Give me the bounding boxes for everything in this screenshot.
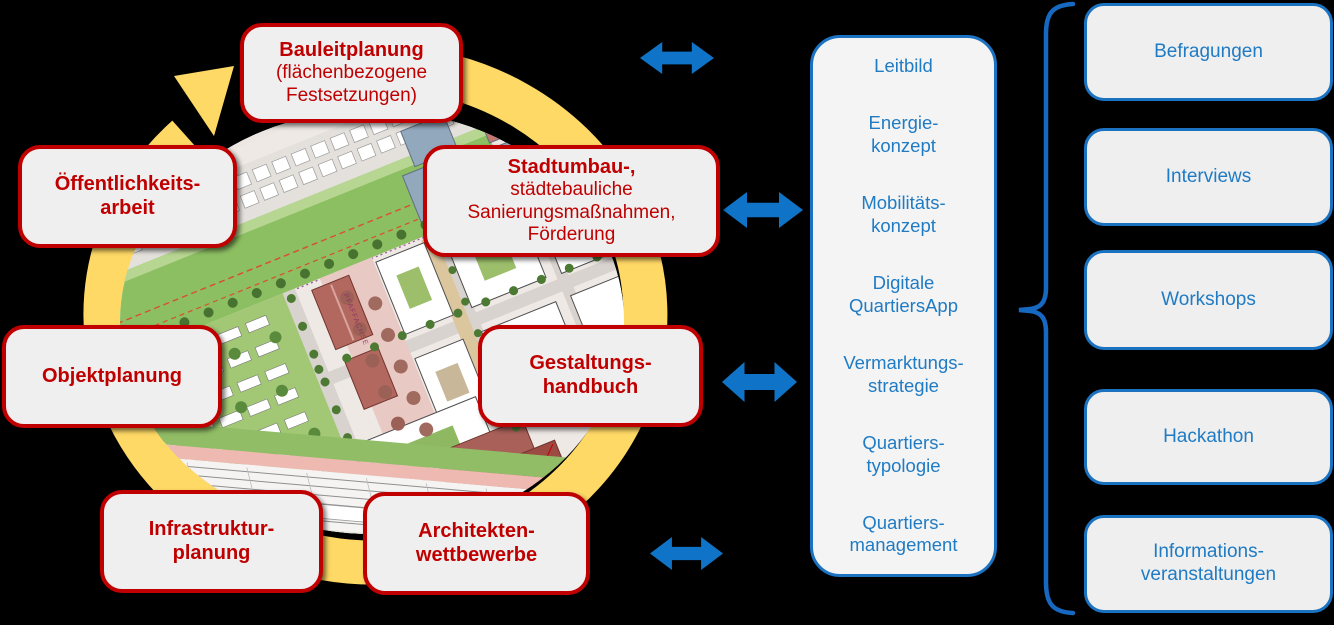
cycle-node-architektenwettbewerbe[interactable]: Architekten- wettbewerbe: [363, 492, 590, 595]
node-title: Öffentlichkeits- arbeit: [54, 172, 201, 219]
double-arrow-icon: [723, 192, 803, 228]
node-subtitle: städtebauliche Sanierungsmaßnahmen, Förd…: [467, 179, 676, 245]
cycle-node-stadtumbau[interactable]: Stadtumbau-, städtebauliche Sanierungsma…: [423, 145, 720, 257]
node-title: Gestaltungs- handbuch: [529, 352, 652, 398]
participation-box-informationsveranstaltungen[interactable]: Informations- veranstaltungen: [1084, 515, 1333, 613]
node-title: Infrastruktur- planung: [148, 517, 275, 564]
concept-item-energiekonzept: Energie- konzept: [868, 112, 939, 156]
node-title: Bauleitplanung: [279, 38, 424, 61]
participation-box-workshops[interactable]: Workshops: [1084, 250, 1333, 350]
cycle-node-infrastrukturplanung[interactable]: Infrastruktur- planung: [100, 490, 323, 593]
participation-box-interviews[interactable]: Interviews: [1084, 128, 1333, 226]
double-arrow-icon: [640, 42, 714, 74]
cycle-node-objektplanung[interactable]: Objektplanung: [2, 325, 222, 428]
cycle-node-bauleitplanung[interactable]: Bauleitplanung (flächenbezogene Festsetz…: [240, 23, 463, 123]
concept-item-quartierstypologie: Quartiers- typologie: [862, 431, 945, 476]
node-subtitle: (flächenbezogene Festsetzungen): [275, 62, 428, 106]
node-title: Objektplanung: [42, 364, 182, 387]
participation-box-befragungen[interactable]: Befragungen: [1084, 3, 1333, 101]
cycle-node-gestaltungshandbuch[interactable]: Gestaltungs- handbuch: [478, 325, 703, 427]
concept-item-mobilitaetskonzept: Mobilitäts- konzept: [861, 192, 946, 236]
cycle-node-oeffentlichkeitsarbeit[interactable]: Öffentlichkeits- arbeit: [18, 145, 237, 248]
participation-box-hackathon[interactable]: Hackathon: [1084, 389, 1333, 485]
concept-item-quartiersmanagement: Quartiers- management: [849, 511, 958, 556]
concept-item-vermarktungsstrategie: Vermarktungs- strategie: [843, 352, 964, 396]
double-arrow-icon: [650, 537, 723, 570]
double-arrow-icon: [722, 362, 797, 402]
cycle-arrowhead-icon: [174, 66, 234, 136]
concepts-panel[interactable]: Leitbild Energie- konzept Mobilitäts- ko…: [810, 35, 997, 577]
node-title: Architekten- wettbewerbe: [415, 519, 538, 566]
concept-item-digitale-quartiersapp: Digitale QuartiersApp: [849, 272, 958, 316]
concept-item-leitbild: Leitbild: [874, 55, 933, 76]
brace-icon: [1018, 1, 1076, 616]
node-title: Stadtumbau-,: [507, 155, 636, 178]
